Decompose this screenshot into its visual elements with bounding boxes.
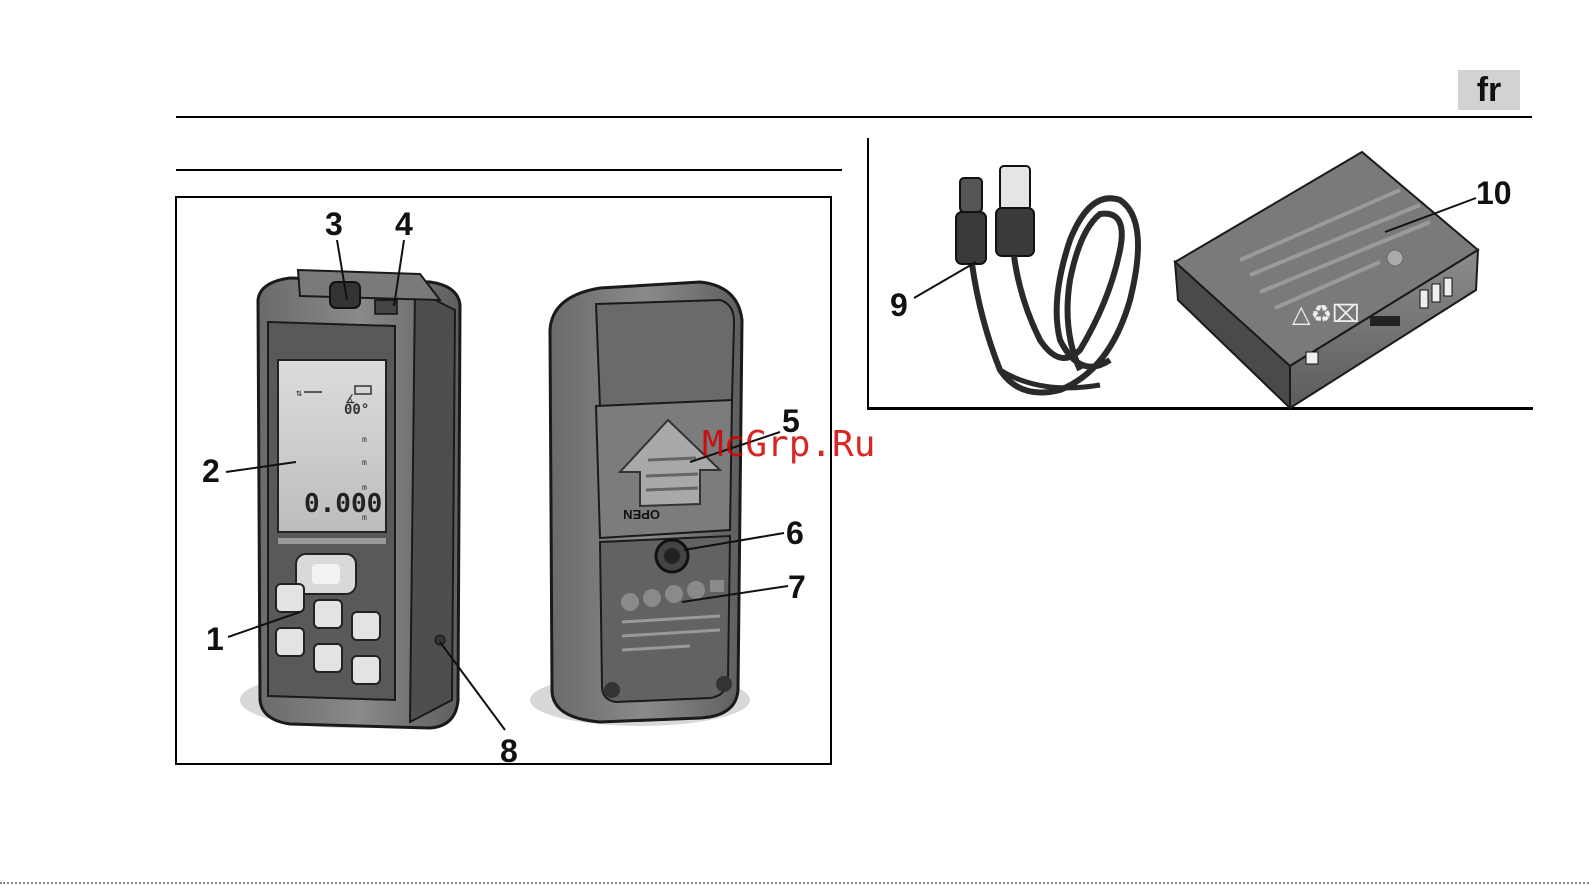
callout-2: 2 xyxy=(202,453,220,489)
device-front: ⇅ ∡ 00° m m m m 0.000 xyxy=(240,270,460,728)
battery-pack: △♻⌧ xyxy=(1175,152,1478,408)
usb-cable xyxy=(956,166,1138,393)
callout-6: 6 xyxy=(786,515,804,551)
svg-text:m: m xyxy=(362,435,367,444)
callout-3: 3 xyxy=(325,206,343,242)
svg-text:m: m xyxy=(362,458,367,467)
cover-open-label: OPEN xyxy=(623,507,660,522)
callout-9: 9 xyxy=(890,287,908,323)
watermark: McGrp.Ru xyxy=(702,424,875,465)
display-reading: 0.000 xyxy=(304,489,382,519)
svg-text:△♻⌧: △♻⌧ xyxy=(1292,300,1360,328)
callout-4: 4 xyxy=(395,206,413,242)
svg-text:00°: 00° xyxy=(344,402,369,418)
callout-7: 7 xyxy=(788,569,806,605)
page-bottom-edge xyxy=(0,882,1589,884)
callout-1: 1 xyxy=(206,621,224,657)
device-back: OPEN xyxy=(530,282,750,726)
callout-8: 8 xyxy=(500,733,518,769)
callout-10: 10 xyxy=(1476,175,1512,211)
svg-text:⇅: ⇅ xyxy=(295,388,302,399)
